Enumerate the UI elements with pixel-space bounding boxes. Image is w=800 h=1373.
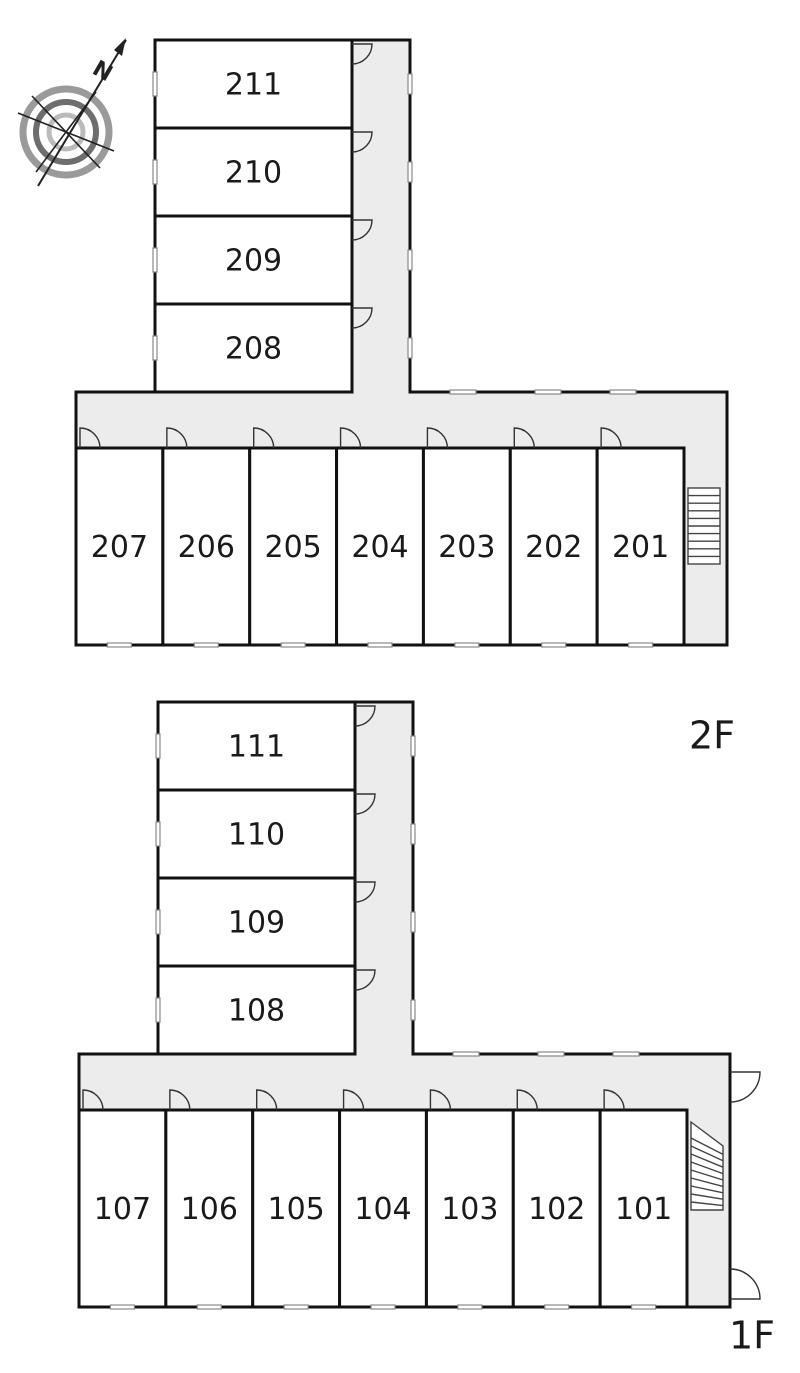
room-211[interactable]: 211: [152, 38, 373, 130]
compass-north-label: N: [88, 56, 116, 87]
door-icon: [342, 1089, 365, 1111]
room-number: 205: [265, 530, 322, 565]
door-icon: [166, 427, 188, 449]
door-icon: [516, 1089, 538, 1111]
room-101[interactable]: 101: [598, 1089, 689, 1310]
room-103[interactable]: 103: [424, 1089, 515, 1310]
room-102[interactable]: 102: [511, 1089, 602, 1310]
door-icon: [603, 1089, 625, 1111]
room-206[interactable]: 206: [161, 427, 252, 648]
room-203[interactable]: 203: [421, 427, 512, 648]
door-icon: [351, 219, 373, 241]
room-number: 103: [441, 1192, 498, 1227]
room-number: 104: [354, 1192, 411, 1227]
room-107[interactable]: 107: [77, 1089, 168, 1310]
room-205[interactable]: 205: [248, 427, 339, 648]
outer-wall: [77, 700, 732, 1309]
room-number: 108: [228, 994, 285, 1029]
room-number: 102: [528, 1192, 585, 1227]
room-number: 201: [612, 530, 669, 565]
room-208[interactable]: 208: [152, 302, 373, 394]
room-number: 109: [228, 906, 285, 941]
corridor: [76, 40, 727, 645]
room-number: 111: [228, 730, 285, 765]
room-111[interactable]: 111: [155, 700, 376, 792]
door-icon: [79, 427, 101, 449]
door-icon: [339, 427, 362, 449]
room-104[interactable]: 104: [338, 1089, 428, 1310]
door-icon: [256, 1089, 278, 1111]
room-number: 207: [91, 530, 148, 565]
room-number: 206: [178, 530, 235, 565]
floor-label-1f: 1F: [729, 1314, 775, 1358]
door-icon: [354, 881, 376, 903]
room-number: 101: [615, 1192, 672, 1227]
door-icon: [351, 43, 373, 65]
stairs-icon: [690, 1120, 724, 1211]
door-icon: [429, 1089, 452, 1111]
door-icon: [354, 793, 376, 815]
floor-2f-plan: 211 210 209 208 207 206 205 204 203 202 201: [74, 38, 729, 648]
corridor: [79, 702, 730, 1307]
door-icon: [426, 427, 449, 449]
door-icon: [253, 427, 275, 449]
door-icon: [169, 1089, 191, 1111]
door-icon: [82, 1089, 104, 1111]
floor-1f-plan: 111 110 109 108 107 106 105 104 103 102 101: [77, 700, 761, 1310]
room-number: 208: [225, 332, 282, 367]
door-icon: [354, 969, 376, 991]
room-209[interactable]: 209: [152, 214, 373, 306]
room-204[interactable]: 204: [335, 427, 425, 648]
stairs-icon: [687, 487, 721, 565]
door-icon: [354, 705, 376, 727]
north-compass-icon: N: [17, 38, 127, 187]
room-number: 210: [225, 156, 282, 191]
room-number: 107: [94, 1192, 151, 1227]
room-number: 204: [351, 530, 408, 565]
door-icon: [600, 427, 622, 449]
room-202[interactable]: 202: [508, 427, 599, 648]
floor-label-2f: 2F: [689, 714, 735, 758]
room-number: 105: [268, 1192, 325, 1227]
door-icon: [351, 307, 373, 329]
door-icon: [351, 131, 373, 153]
room-number: 202: [525, 530, 582, 565]
room-105[interactable]: 105: [251, 1089, 342, 1310]
room-210[interactable]: 210: [152, 126, 373, 218]
entrance-door-icon[interactable]: [729, 1071, 761, 1103]
room-201[interactable]: 201: [595, 427, 686, 648]
room-number: 106: [181, 1192, 238, 1227]
door-icon: [513, 427, 535, 449]
entrance-door-icon[interactable]: [729, 1268, 761, 1300]
room-number: 203: [438, 530, 495, 565]
outer-wall: [74, 38, 729, 647]
room-106[interactable]: 106: [164, 1089, 255, 1310]
room-number: 110: [228, 818, 285, 853]
room-207[interactable]: 207: [74, 427, 165, 648]
room-number: 211: [225, 68, 282, 103]
room-108[interactable]: 108: [155, 964, 376, 1056]
room-number: 209: [225, 244, 282, 279]
room-110[interactable]: 110: [155, 788, 376, 880]
room-109[interactable]: 109: [155, 876, 376, 968]
